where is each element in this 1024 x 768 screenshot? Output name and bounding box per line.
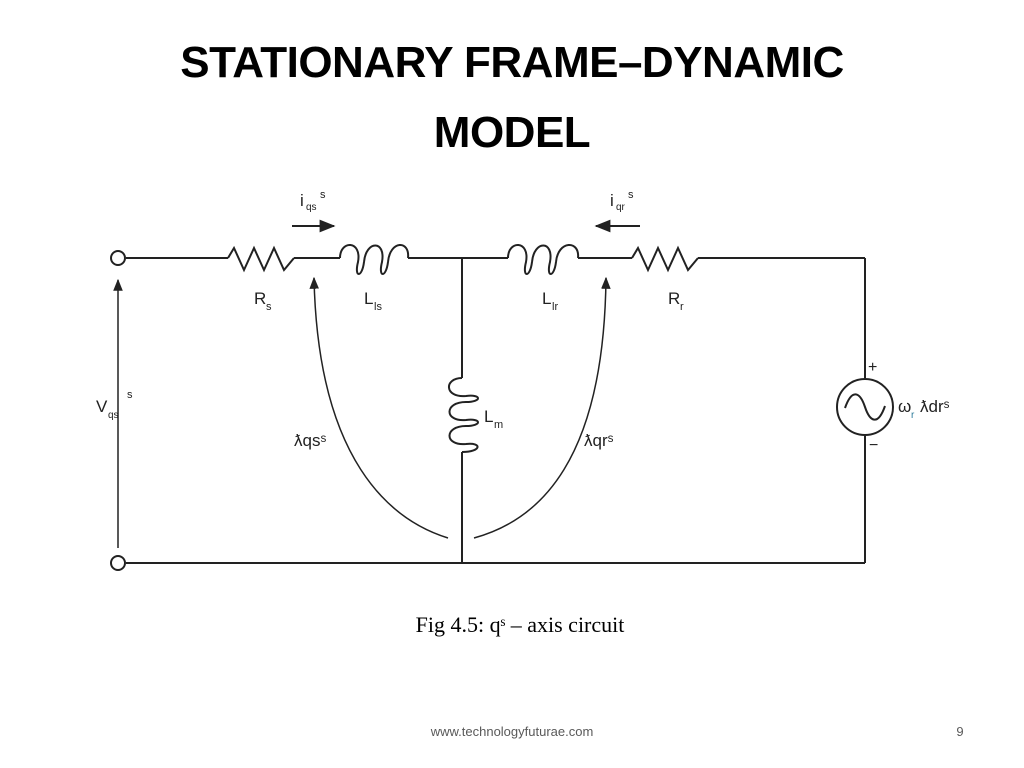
label-lm-main: L [484,407,493,426]
label-iqr-main: i [610,191,614,210]
label-iqs: i qs s [300,189,326,213]
label-lls: L ls [364,289,382,313]
inductor-lm [448,377,479,453]
label-rr-sub: r [680,301,684,313]
terminal-bottom [110,555,126,571]
label-vqs: V qs s [96,389,133,421]
title-line-1: STATIONARY FRAME–DYNAMIC [180,38,844,87]
label-rs-sub: s [266,301,272,313]
label-lls-main: L [364,289,373,308]
sine-wave-icon [844,393,886,421]
footer-url: www.technologyfuturae.com [430,724,594,739]
label-iqr-sub: qr [616,202,626,213]
slide-number: 9 [956,724,964,739]
label-llr-sub: lr [552,301,558,313]
slide-title: STATIONARY FRAME–DYNAMIC MODEL [60,28,964,168]
label-iqr: i qr s [610,189,634,213]
terminal-top [110,250,126,266]
label-rr-main: R [668,289,680,308]
label-vqs-sup: s [127,389,133,401]
label-iqs-main: i [300,191,304,210]
label-source: ω r ƛdrˢ [898,397,950,421]
title-line-2: MODEL [433,108,591,157]
label-iqs-sub: qs [306,202,317,213]
resistor-rs [227,245,295,273]
label-lambda-qs: ƛqsˢ [294,431,326,450]
label-llr-main: L [542,289,551,308]
label-source-lambda: ƛdrˢ [920,397,950,416]
label-rs-main: R [254,289,266,308]
label-llr: L lr [542,289,558,313]
inductor-lls [339,244,410,275]
label-minus: − [869,437,878,454]
label-lm: L m [484,407,503,431]
label-iqs-sup: s [320,189,326,201]
label-rs: R s [254,289,272,313]
label-vqs-main: V [96,397,108,416]
arc-lambda-qr [473,276,611,539]
label-source-omega-sub: r [911,410,915,421]
label-lm-sub: m [494,419,503,431]
resistor-rr [631,245,699,273]
label-rr: R r [668,289,684,313]
label-iqr-sup: s [628,189,634,201]
label-source-omega: ω [898,397,911,416]
label-plus: + [868,359,877,376]
arc-lambda-qs [309,276,449,539]
inductor-llr [507,244,580,275]
label-lambda-qr: ƛqrˢ [584,431,614,450]
label-vqs-sub: qs [108,410,119,421]
figure-caption: Fig 4.5: qˢ – axis circuit [415,612,625,637]
circuit-wires [126,257,866,564]
label-lls-sub: ls [374,301,382,313]
